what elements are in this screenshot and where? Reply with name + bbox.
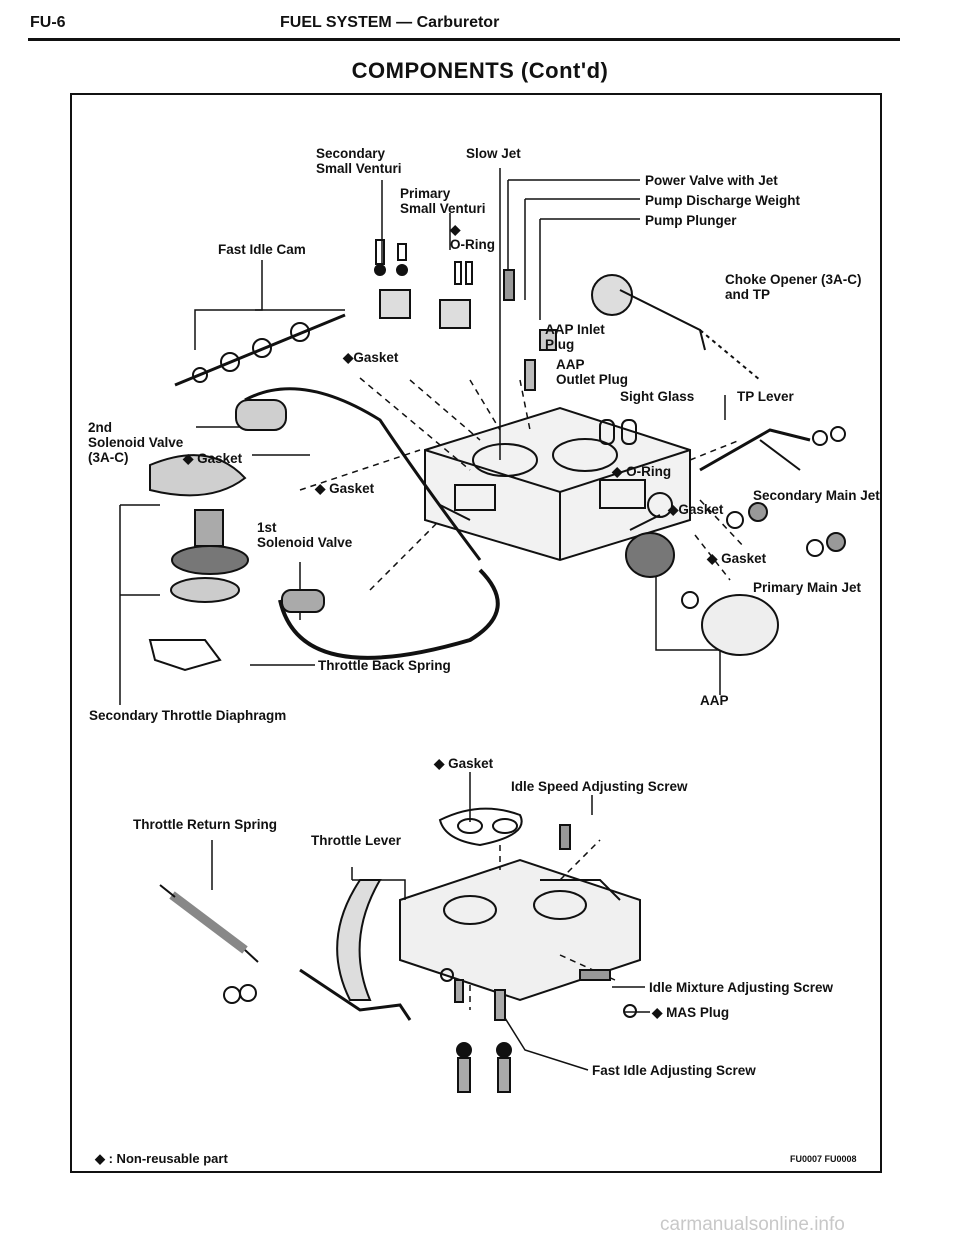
label-gasket-5: ◆ Gasket [707, 551, 767, 566]
page-code: FU-6 [30, 14, 66, 31]
watermark: carmanualsonline.info [660, 1214, 845, 1235]
carburetor-body-illustration [424, 406, 691, 562]
lower-small-parts [159, 824, 637, 1093]
label-fast-idle-screw: Fast Idle Adjusting Screw [592, 1063, 756, 1078]
label-fast-idle-cam: Fast Idle Cam [218, 242, 306, 257]
upper-small-parts [148, 239, 846, 672]
page-title: COMPONENTS (Cont'd) [351, 58, 609, 83]
assembly-guide-lines [299, 377, 746, 591]
label-aap-inlet-plug: AAP Inlet Plug [545, 322, 605, 352]
label-first-solenoid: 1st Solenoid Valve [257, 520, 353, 550]
label-throttle-lever: Throttle Lever [311, 833, 402, 848]
label-second-solenoid: 2nd Solenoid Valve (3A-C) [88, 420, 184, 465]
legend-non-reusable: ◆ : Non-reusable part [95, 1151, 228, 1166]
label-o-ring-top: ◆ O-Ring [450, 222, 495, 252]
label-gasket-1: ◆Gasket [343, 350, 399, 365]
label-throttle-return-spring: Throttle Return Spring [133, 817, 277, 832]
label-pump-discharge-weight: Pump Discharge Weight [645, 193, 801, 208]
label-o-ring-mid: ◆ O-Ring [612, 464, 672, 479]
label-gasket-6: ◆ Gasket [434, 756, 494, 771]
label-pump-plunger: Pump Plunger [645, 213, 737, 228]
label-power-valve: Power Valve with Jet [645, 173, 778, 188]
label-mas-plug: ◆ MAS Plug [652, 1005, 730, 1020]
label-idle-speed-screw: Idle Speed Adjusting Screw [511, 779, 688, 794]
label-aap: AAP [700, 693, 729, 708]
lower-leader-lines [211, 772, 650, 1071]
label-primary-main-jet: Primary Main Jet [753, 580, 862, 595]
label-idle-mixture-screw: Idle Mixture Adjusting Screw [649, 980, 834, 995]
label-choke-opener: Choke Opener (3A-C) and TP [725, 272, 862, 302]
label-aap-outlet-plug: AAP Outlet Plug [556, 357, 628, 387]
label-gasket-4: ◆Gasket [668, 502, 724, 517]
label-slow-jet: Slow Jet [466, 146, 521, 161]
label-primary-small-venturi: Primary Small Venturi [400, 186, 486, 216]
label-secondary-main-jet: Secondary Main Jet [753, 488, 880, 503]
label-gasket-3: ◆ Gasket [315, 481, 375, 496]
section-title: FUEL SYSTEM — Carburetor [280, 14, 500, 31]
label-secondary-throttle-diaphragm: Secondary Throttle Diaphragm [89, 708, 287, 723]
lower-guide-lines [469, 839, 616, 1010]
label-secondary-small-venturi: Secondary Small Venturi [316, 146, 402, 176]
label-sight-glass: Sight Glass [620, 389, 695, 404]
label-tp-lever: TP Lever [737, 389, 794, 404]
header-rule [28, 38, 900, 41]
label-throttle-back-spring: Throttle Back Spring [318, 658, 451, 673]
throttle-body-illustration [299, 807, 641, 1021]
figure-codes: FU0007 FU0008 [790, 1154, 857, 1164]
label-gasket-2: ◆ Gasket [183, 451, 243, 466]
diagram-frame [70, 93, 882, 1173]
